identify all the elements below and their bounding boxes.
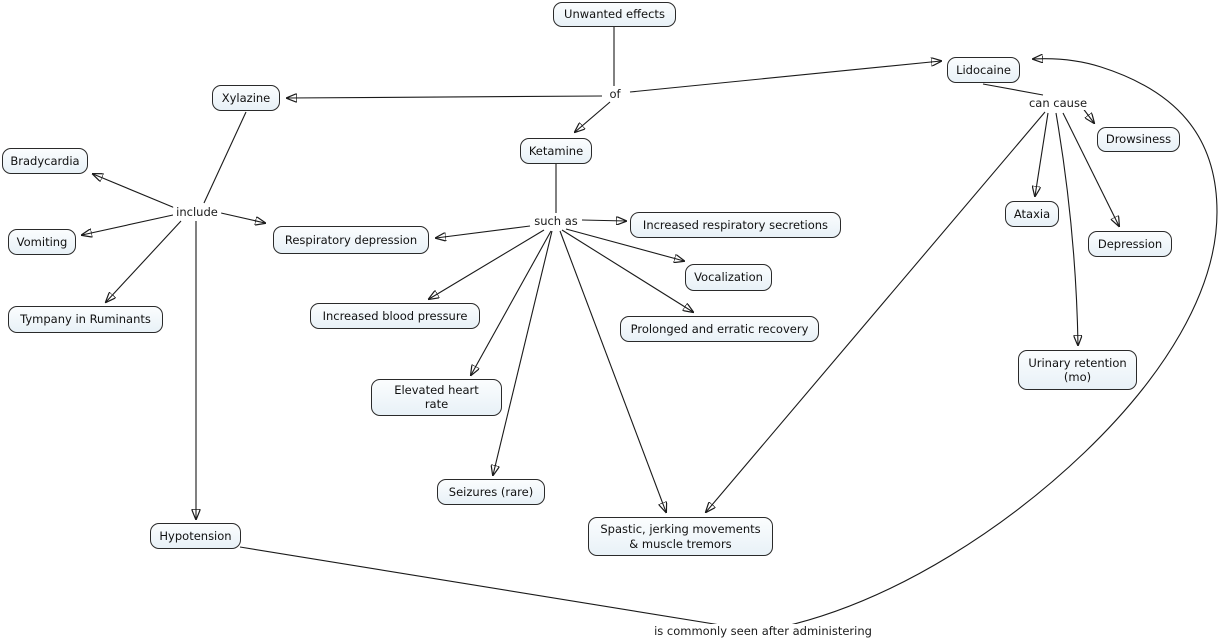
node-ataxia[interactable]: Ataxia [1005, 201, 1059, 227]
node-xylazine[interactable]: Xylazine [212, 85, 280, 111]
node-bradycardia[interactable]: Bradycardia [2, 148, 88, 174]
node-prolonged-and-erratic-recovery[interactable]: Prolonged and erratic recovery [620, 316, 819, 342]
node-increased-blood-pressure[interactable]: Increased blood pressure [310, 303, 480, 329]
link-label-of[interactable]: of [606, 87, 624, 101]
edge-include--tympany-in-ruminants [106, 220, 182, 302]
node-tympany-in-ruminants[interactable]: Tympany in Ruminants [8, 306, 163, 333]
node-lidocaine[interactable]: Lidocaine [947, 57, 1020, 83]
node-drowsiness[interactable]: Drowsiness [1097, 127, 1180, 152]
edge-such-as--elevated-heart-rate [471, 230, 552, 375]
link-label-include[interactable]: include [173, 205, 221, 219]
edge-xylazine--include [203, 111, 247, 204]
link-label-such-as[interactable]: such as [531, 214, 581, 228]
link-label-can-cause[interactable]: can cause [1025, 96, 1091, 110]
edge-such-as--spastic-jerking-movements [559, 230, 666, 512]
edge-such-as--prolonged-and-erratic-recovery [561, 229, 693, 312]
edge-hypotension--is-commonly-seen-after-administering [239, 546, 746, 630]
node-hypotension[interactable]: Hypotension [150, 523, 241, 549]
node-spastic-jerking-movements[interactable]: Spastic, jerking movements & muscle trem… [588, 517, 773, 556]
edge-is-commonly-seen-after-administering--lidocaine [781, 59, 1218, 628]
edge-lidocaine--can-cause [982, 83, 1044, 96]
node-seizures-rare[interactable]: Seizures (rare) [437, 479, 545, 505]
node-respiratory-depression[interactable]: Respiratory depression [273, 226, 429, 254]
edge-such-as--vocalization [565, 228, 684, 261]
node-depression[interactable]: Depression [1088, 231, 1172, 257]
edge-of--xylazine [287, 96, 603, 98]
node-unwanted-effects[interactable]: Unwanted effects [553, 2, 676, 27]
link-label-is-commonly-seen-after-administering[interactable]: is commonly seen after administering [651, 624, 875, 638]
edge-of--ketamine [575, 101, 611, 132]
edge-such-as--seizures-rare [493, 230, 553, 475]
node-vocalization[interactable]: Vocalization [685, 264, 772, 291]
node-elevated-heart-rate[interactable]: Elevated heart rate [371, 379, 502, 416]
edge-can-cause--depression [1062, 112, 1119, 226]
edge-such-as--increased-blood-pressure [429, 229, 545, 299]
node-vomiting[interactable]: Vomiting [8, 229, 76, 255]
edge-such-as--increased-respiratory-secretions [581, 220, 626, 221]
edge-such-as--respiratory-depression [436, 225, 531, 238]
node-increased-respiratory-secretions[interactable]: Increased respiratory secretions [630, 212, 841, 238]
edge-include--respiratory-depression [220, 212, 265, 223]
edge-can-cause--ataxia [1035, 112, 1049, 196]
edge-can-cause--spastic-jerking-movements [706, 111, 1046, 512]
edge-can-cause--urinary-retention [1055, 112, 1078, 345]
node-urinary-retention[interactable]: Urinary retention (mo) [1018, 350, 1137, 390]
node-ketamine[interactable]: Ketamine [520, 138, 592, 164]
edge-include--bradycardia [93, 174, 176, 209]
edge-include--vomiting [82, 214, 174, 235]
edge-of--lidocaine [629, 61, 941, 93]
